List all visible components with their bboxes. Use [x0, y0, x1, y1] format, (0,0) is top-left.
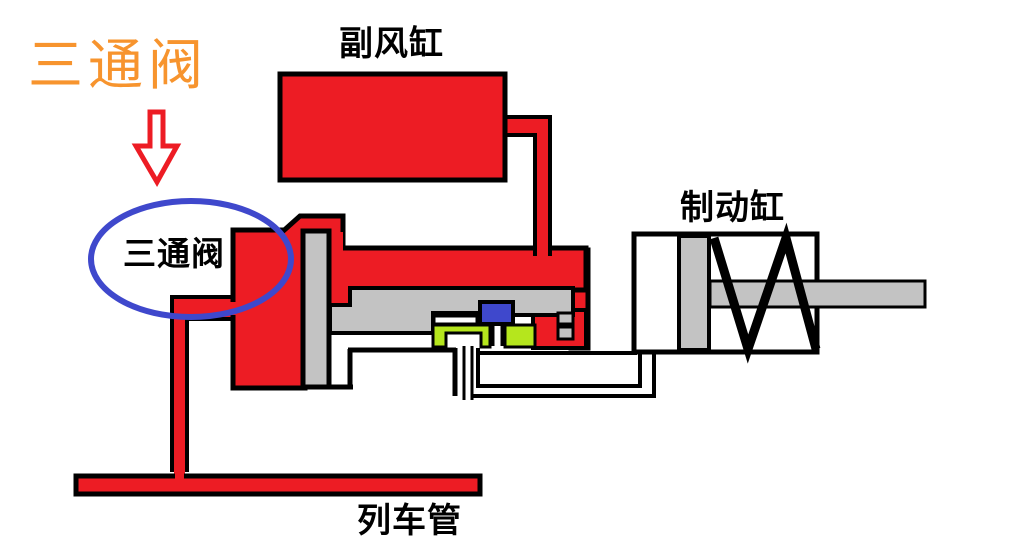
valve-slide-rod: [328, 286, 575, 335]
reservoir-pipe-down: [537, 119, 548, 258]
callout-label: 三通阀: [28, 33, 209, 97]
valve-seat-left: [431, 323, 492, 349]
brake-cylinder-label: 制动缸: [680, 189, 785, 227]
callout-ellipse: [88, 198, 294, 320]
valve-port-slot: [432, 314, 479, 326]
valve-hump-patch: [331, 232, 343, 254]
valve-gray-insert-bottom: [556, 325, 575, 341]
slide-valve-block: [478, 300, 515, 326]
valve-piston: [300, 228, 332, 390]
valve-riser-junction-patch: [229, 302, 238, 315]
brake-cylinder-spring: [709, 222, 821, 364]
train-pipe-junction-patch: [175, 472, 184, 482]
auxiliary-reservoir: [277, 71, 508, 183]
valve-gray-insert-top: [556, 311, 575, 326]
valve-column-patch: [331, 287, 348, 303]
reservoir-pipe-stub: [503, 119, 545, 133]
train-pipe-label: 列车管: [357, 502, 462, 540]
reservoir-label: 副风缸: [339, 25, 444, 63]
train-pipe-bar: [73, 473, 483, 497]
callout-arrow-icon: [131, 109, 182, 188]
valve-label: 三通阀: [123, 235, 225, 272]
brake-cylinder-rod: [708, 279, 927, 309]
valve-seat-right: [503, 323, 537, 349]
brake-cylinder-piston: [677, 234, 711, 352]
train-pipe-riser-outline-left: [170, 295, 244, 472]
